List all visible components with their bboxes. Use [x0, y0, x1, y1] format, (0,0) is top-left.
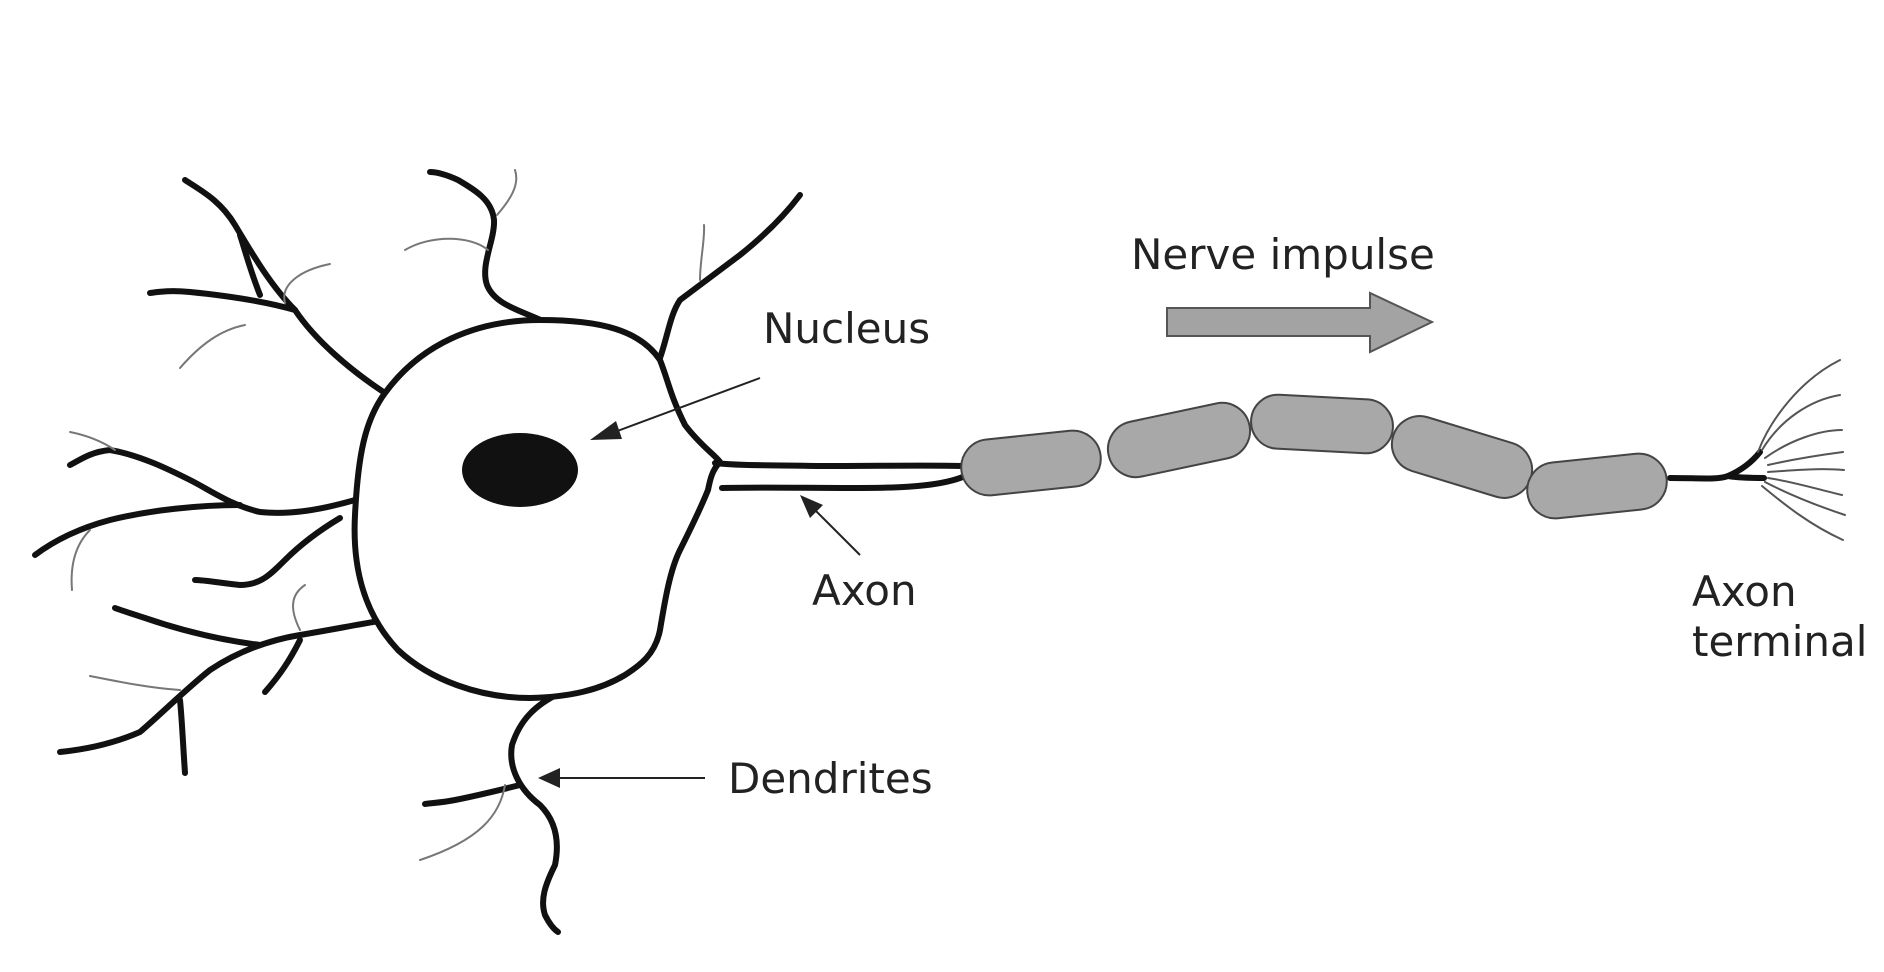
- dendrite-upper-left: [182, 177, 388, 396]
- myelin-sheath: [960, 393, 1668, 520]
- dendrite-bottom-twig: [422, 782, 523, 807]
- fine-branch: [404, 237, 489, 251]
- axon-upper-edge: [712, 460, 965, 470]
- nucleus-pointer-arrowhead: [590, 421, 622, 440]
- myelin-segment: [1390, 415, 1534, 499]
- dendrite-lower-left-twig-3: [177, 697, 188, 776]
- dendrite-left: [67, 447, 358, 516]
- nerve-impulse-label: Nerve impulse: [1131, 230, 1435, 279]
- axon-label: Axon: [812, 566, 917, 615]
- dendrite-bottom: [508, 690, 563, 935]
- myelin-segment: [1250, 393, 1394, 455]
- terminal-branch: [1767, 468, 1845, 473]
- dendrite-lower-left-twig-2: [262, 637, 303, 695]
- axon-terminal-stem-2: [1725, 473, 1767, 481]
- fine-branch: [292, 584, 306, 631]
- dendrite-lower-left: [57, 617, 388, 755]
- dendrites: [32, 169, 803, 935]
- axon-terminal-branches: [1757, 359, 1846, 541]
- dendrite-upper-left-twig-2: [237, 232, 263, 298]
- dendrite-left-3: [192, 515, 343, 588]
- fine-branch: [70, 529, 91, 591]
- fine-branch: [283, 263, 331, 304]
- axon-terminal-label-line1: Axon: [1692, 567, 1797, 616]
- terminal-branch: [1767, 451, 1844, 466]
- axon-pointer-arrowhead: [800, 495, 823, 518]
- nerve-impulse-arrow: [1166, 291, 1435, 354]
- terminal-branch: [1761, 485, 1844, 541]
- nucleus-label: Nucleus: [763, 304, 930, 353]
- nucleus-pointer-line: [603, 377, 761, 437]
- axon-lower-edge: [719, 473, 968, 492]
- dendrite-top: [427, 169, 548, 325]
- fine-branch: [89, 675, 181, 691]
- axon-terminal-stem: [1667, 449, 1763, 482]
- myelin-segment: [960, 429, 1102, 497]
- terminal-branch: [1761, 394, 1841, 451]
- terminal-branch: [1757, 359, 1841, 453]
- fine-branch: [496, 169, 518, 216]
- terminal-branch: [1764, 429, 1843, 459]
- myelin-segment: [1106, 401, 1252, 479]
- terminal-branch: [1767, 477, 1843, 496]
- fine-branch: [699, 224, 706, 281]
- terminal-branch: [1764, 481, 1846, 516]
- nucleus: [462, 433, 578, 507]
- axon-terminal-label-line2: terminal: [1692, 617, 1867, 666]
- axon-pointer-line: [809, 504, 861, 556]
- fine-branch: [179, 324, 246, 369]
- dendrites-label: Dendrites: [728, 754, 933, 803]
- fine-branch: [69, 431, 116, 451]
- fine-dendrite-branches: [69, 169, 706, 861]
- fine-branch: [419, 784, 506, 861]
- dendrite-upper-right: [657, 192, 803, 361]
- pointer-lines: [538, 377, 861, 788]
- dendrite-lower-left-twig: [112, 605, 263, 648]
- myelin-segment: [1526, 452, 1668, 520]
- axon: [712, 449, 1767, 492]
- dendrite-upper-left-twig: [147, 288, 298, 313]
- dendrite-left-2: [32, 502, 243, 558]
- cell-body: [351, 317, 723, 701]
- dendrites-pointer-arrowhead: [538, 768, 560, 788]
